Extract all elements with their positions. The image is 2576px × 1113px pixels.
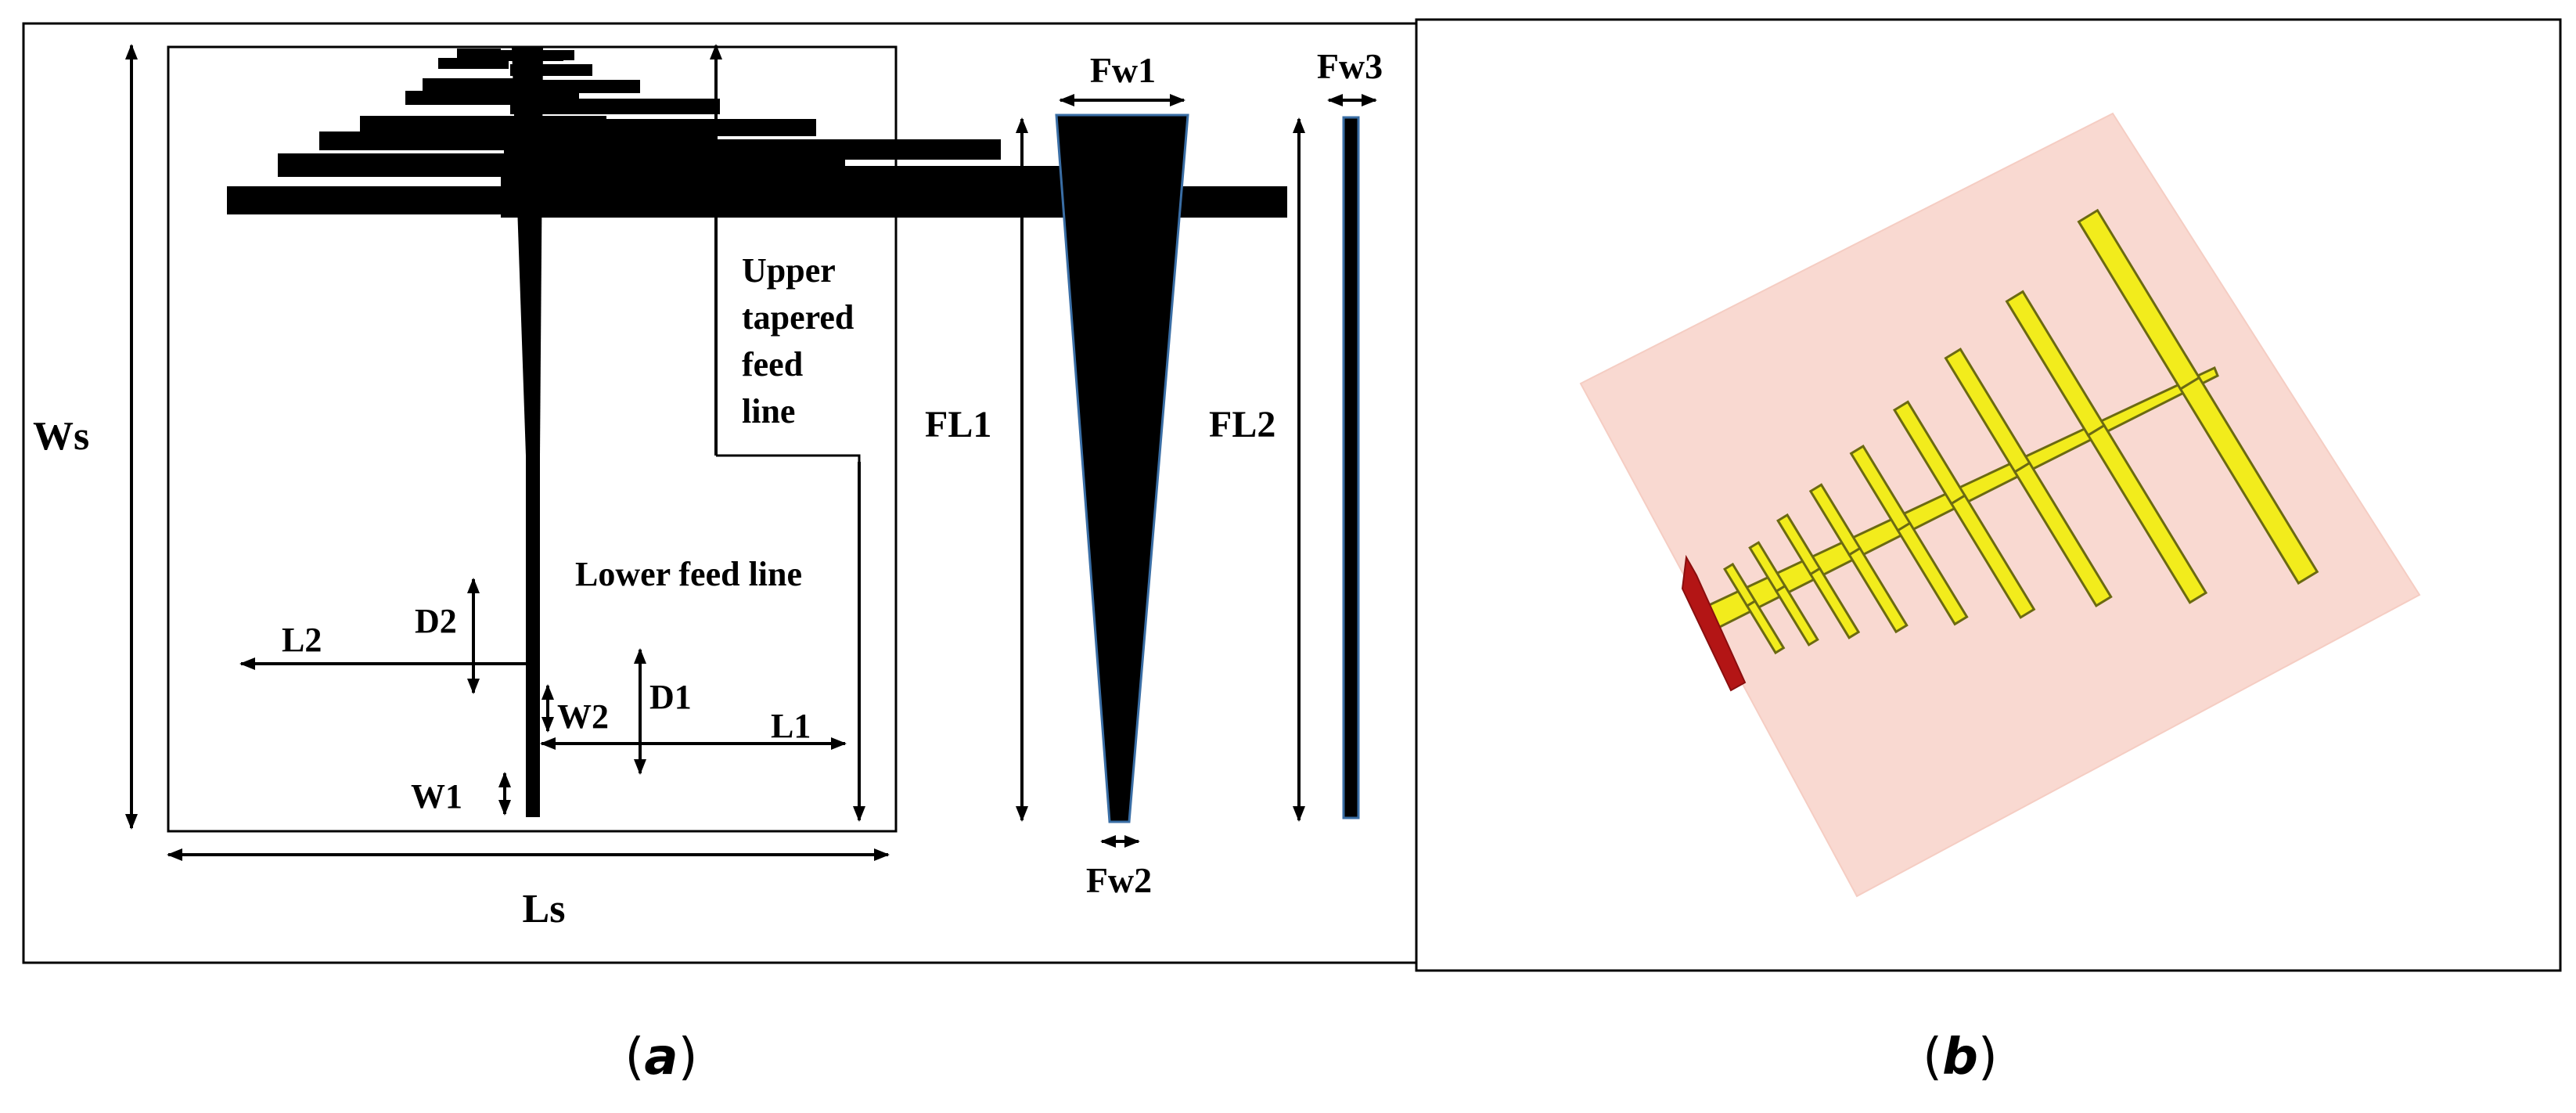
feed-port bbox=[1681, 554, 1747, 692]
l2-label: L2 bbox=[282, 621, 322, 659]
fl2-label: FL2 bbox=[1209, 404, 1275, 445]
panel-a: Ws Ls L2 D2 W2 D1 L1 W1 Upper tapered fe… bbox=[22, 22, 1430, 964]
upper-label-line4: line bbox=[742, 392, 795, 430]
upper-label-line3: feed bbox=[742, 345, 803, 384]
dipole-arm-right bbox=[521, 50, 574, 60]
element-lower-1 bbox=[1745, 599, 1786, 655]
upper-label-line2: tapered bbox=[742, 298, 854, 337]
d1-label: D1 bbox=[649, 678, 692, 716]
dipole-arm-right bbox=[507, 80, 640, 93]
caption-a: (a) bbox=[624, 1028, 697, 1086]
ws-label: Ws bbox=[33, 414, 89, 459]
panel-b bbox=[1415, 18, 2562, 972]
l1-label: L1 bbox=[771, 707, 811, 745]
element-lower-6 bbox=[1949, 494, 2036, 619]
dipole-arm-left bbox=[457, 49, 501, 59]
element-lower-7 bbox=[2013, 461, 2113, 608]
element-lower-3 bbox=[1808, 567, 1861, 639]
fw2-label: Fw2 bbox=[1086, 860, 1152, 900]
element-lower-2 bbox=[1774, 584, 1819, 647]
uniform-feed-strip bbox=[1342, 116, 1360, 819]
dipole-arm-left bbox=[438, 58, 509, 69]
element-lower-5 bbox=[1896, 521, 1969, 626]
caption-b: (b) bbox=[1923, 1028, 1998, 1086]
fw1-label: Fw1 bbox=[1090, 50, 1156, 90]
substrate-3d bbox=[1579, 112, 2421, 898]
fw3-label: Fw3 bbox=[1317, 46, 1383, 86]
dipole-arm-right bbox=[510, 64, 592, 76]
element-lower-8 bbox=[2086, 423, 2208, 604]
ls-label: Ls bbox=[523, 887, 566, 931]
w2-label: W2 bbox=[557, 697, 609, 736]
w1-label: W1 bbox=[411, 777, 462, 816]
d2-label: D2 bbox=[415, 602, 457, 640]
antenna-elements-3d bbox=[1704, 208, 2319, 655]
lower-feed-line bbox=[526, 456, 540, 817]
fl1-label: FL1 bbox=[925, 404, 991, 445]
tapered-feed-strip bbox=[1055, 113, 1189, 823]
upper-label-line1: Upper bbox=[742, 251, 836, 290]
element-lower-9 bbox=[2178, 376, 2319, 585]
dipole-arm-right bbox=[510, 99, 720, 114]
lower-feed-label: Lower feed line bbox=[575, 555, 802, 593]
element-lower-4 bbox=[1847, 546, 1909, 634]
